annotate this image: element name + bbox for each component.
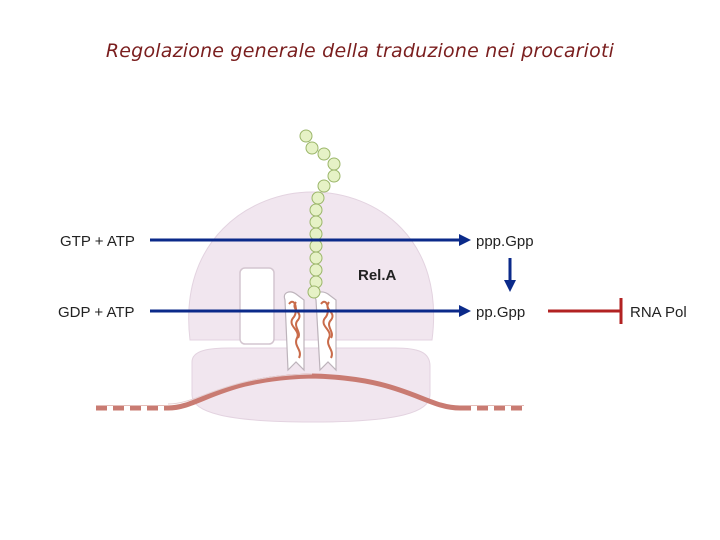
label-gtp-atp: GTP + ATP	[60, 233, 135, 250]
label-gdp-atp: GDP + ATP	[58, 304, 135, 321]
mrna-inner-line	[167, 373, 313, 405]
ribosome-small-subunit	[191, 347, 431, 423]
label-rela: Rel.A	[358, 267, 397, 284]
peptide-chain	[299, 129, 341, 299]
diagram-title: Regolazione generale della traduzione ne…	[105, 40, 615, 62]
mrna-strand	[96, 373, 524, 411]
label-ppgpp: pp.Gpp	[476, 304, 525, 321]
label-rna-pol: RNA Pol	[630, 304, 687, 321]
ribosome-e-site	[239, 267, 275, 345]
label-pppgpp: ppp.Gpp	[476, 233, 534, 250]
